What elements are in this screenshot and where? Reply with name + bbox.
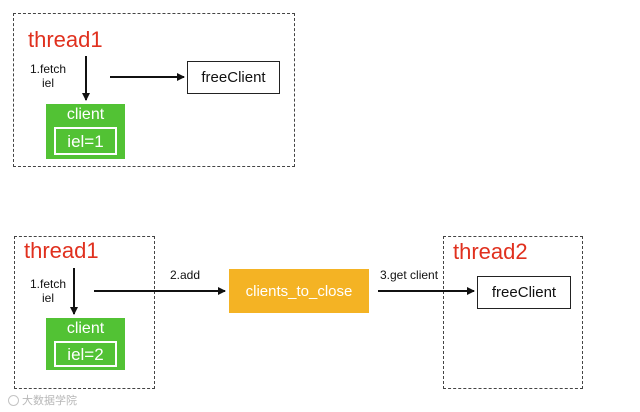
client-title-top: client <box>66 106 105 123</box>
thread1-top-container <box>13 13 295 167</box>
watermark-logo-icon <box>8 394 19 406</box>
watermark-text: 大数据学院 <box>22 395 77 407</box>
clients-to-close-queue: clients_to_close <box>229 269 369 313</box>
thread1-bottom-container <box>14 236 155 389</box>
free-client-box-top: freeClient <box>187 61 280 94</box>
fetch-iel-label-top: 1.fetch iel <box>29 62 67 90</box>
client-title-bottom: client <box>66 320 105 337</box>
get-client-label: 3.get client <box>380 268 439 282</box>
thread2-container <box>443 236 583 389</box>
client-box-top: client iel=1 <box>46 104 125 159</box>
thread1-bottom-label: thread1 <box>24 238 99 263</box>
client-box-bottom: client iel=2 <box>46 318 125 370</box>
add-label: 2.add <box>170 268 201 282</box>
fetch-iel-label-bottom: 1.fetch iel <box>29 277 67 305</box>
free-client-box-bottom: freeClient <box>477 276 571 309</box>
thread2-label: thread2 <box>453 239 528 264</box>
watermark: 大数据学院 <box>8 392 77 408</box>
thread1-top-label: thread1 <box>28 27 103 52</box>
client-iel-value-top: iel=1 <box>54 127 117 155</box>
client-iel-value-bottom: iel=2 <box>54 341 117 367</box>
